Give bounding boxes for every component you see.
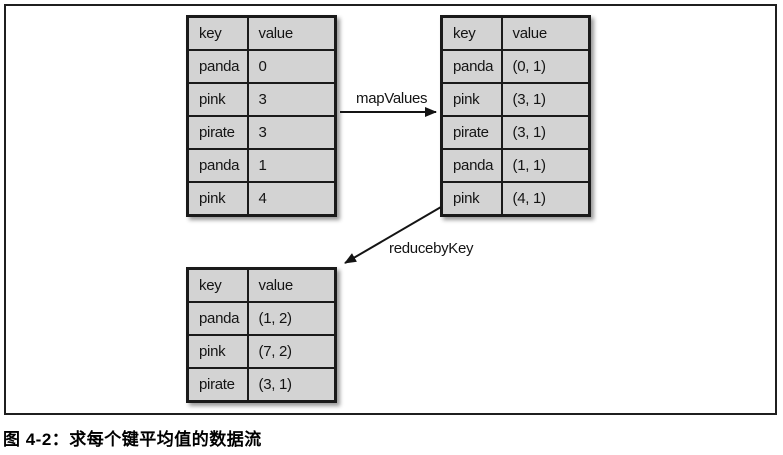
table-row: pink (4, 1) <box>440 181 591 217</box>
table-row: panda 0 <box>186 49 337 84</box>
col-header-key: key <box>186 267 249 303</box>
table-row: pink (7, 2) <box>186 334 337 369</box>
cell-key: pirate <box>186 367 249 403</box>
cell-value: (1, 1) <box>500 148 591 183</box>
mapvalues-arrow-label: mapValues <box>356 90 428 107</box>
cell-value: (4, 1) <box>500 181 591 217</box>
cell-value: 0 <box>246 49 337 84</box>
table-row: pirate (3, 1) <box>186 367 337 403</box>
col-header-value: value <box>246 15 337 51</box>
figure-frame <box>4 4 777 415</box>
cell-value: 3 <box>246 82 337 117</box>
table-header-row: key value <box>440 15 591 51</box>
col-header-key: key <box>186 15 249 51</box>
cell-key: pink <box>186 82 249 117</box>
table-row: pink (3, 1) <box>440 82 591 117</box>
cell-value: (1, 2) <box>246 301 337 336</box>
table-row: panda 1 <box>186 148 337 183</box>
col-header-value: value <box>500 15 591 51</box>
cell-key: pirate <box>440 115 503 150</box>
figure-caption: 图 4-2：求每个键平均值的数据流 <box>3 430 262 449</box>
cell-value: (3, 1) <box>500 115 591 150</box>
cell-key: pink <box>440 181 503 217</box>
cell-key: pink <box>440 82 503 117</box>
table-row: pink 3 <box>186 82 337 117</box>
table-row: panda (1, 1) <box>440 148 591 183</box>
table-row: panda (1, 2) <box>186 301 337 336</box>
table-header-row: key value <box>186 15 337 51</box>
reducebykey-arrow-label: reducebyKey <box>389 240 474 257</box>
cell-key: panda <box>440 148 503 183</box>
table-row: pirate (3, 1) <box>440 115 591 150</box>
table-header-row: key value <box>186 267 337 303</box>
col-header-key: key <box>440 15 503 51</box>
table-row: panda (0, 1) <box>440 49 591 84</box>
cell-key: panda <box>186 49 249 84</box>
table-row: pink 4 <box>186 181 337 217</box>
source-table: key value panda 0 pink 3 pirate 3 panda … <box>186 15 337 217</box>
cell-key: panda <box>186 148 249 183</box>
cell-value: (7, 2) <box>246 334 337 369</box>
cell-value: (3, 1) <box>246 367 337 403</box>
cell-key: pirate <box>186 115 249 150</box>
cell-key: panda <box>440 49 503 84</box>
table-row: pirate 3 <box>186 115 337 150</box>
cell-value: 4 <box>246 181 337 217</box>
cell-key: panda <box>186 301 249 336</box>
cell-value: 1 <box>246 148 337 183</box>
reduced-table: key value panda (1, 2) pink (7, 2) pirat… <box>186 267 337 403</box>
cell-value: 3 <box>246 115 337 150</box>
cell-key: pink <box>186 334 249 369</box>
col-header-value: value <box>246 267 337 303</box>
mapped-table: key value panda (0, 1) pink (3, 1) pirat… <box>440 15 591 217</box>
cell-value: (3, 1) <box>500 82 591 117</box>
cell-value: (0, 1) <box>500 49 591 84</box>
cell-key: pink <box>186 181 249 217</box>
